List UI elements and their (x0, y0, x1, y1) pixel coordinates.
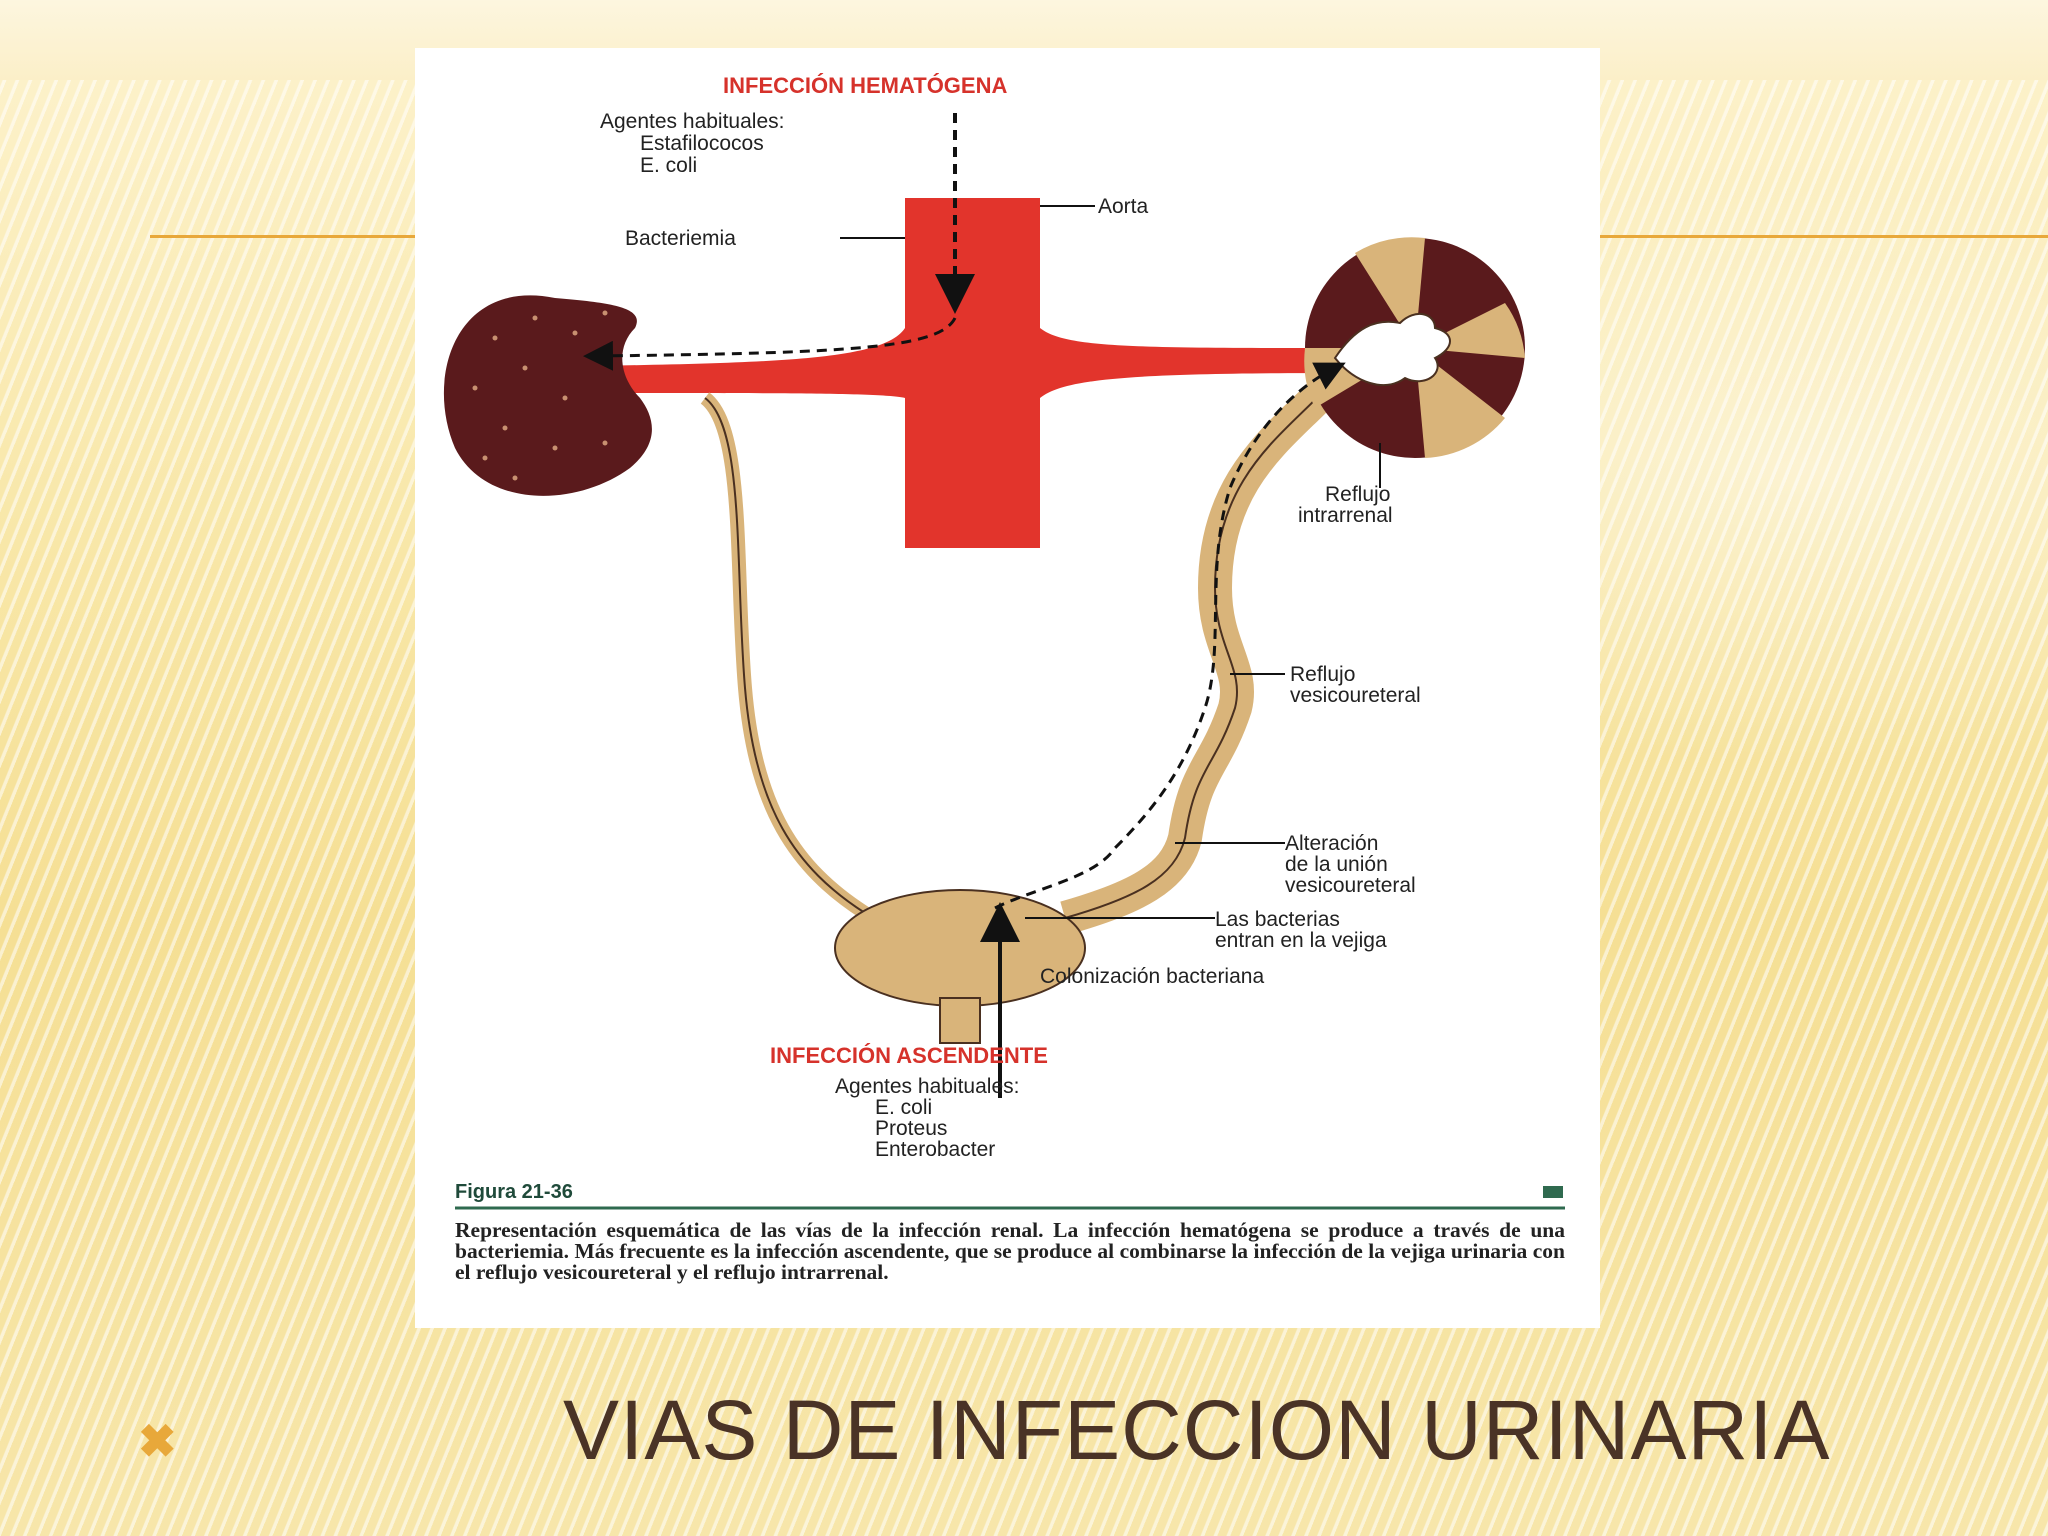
bottom-agent-1: E. coli (875, 1096, 932, 1119)
renal-pelvis (1333, 313, 1451, 387)
bottom-agent-3: Enterobacter (875, 1138, 995, 1161)
bottom-agents-heading: Agentes habituales: (835, 1075, 1019, 1098)
reflujo-vesicoureteral-label-1: Reflujo (1290, 663, 1355, 686)
reflujo-intrarrenal-label-1: Reflujo (1325, 483, 1390, 506)
top-agent-1: Estafilococos (640, 132, 764, 155)
alteracion-label-3: vesicoureteral (1285, 874, 1416, 897)
bacterias-vejiga-label-1: Las bacterias (1215, 908, 1340, 931)
figure-image: INFECCIÓN HEMATÓGENA Agentes habituales:… (415, 48, 1600, 1328)
figure-marker (1543, 1186, 1563, 1198)
figure-caption: Representación esquemática de las vías d… (455, 1218, 1565, 1284)
left-renal-artery (585, 328, 905, 398)
kidney-dots (472, 310, 608, 481)
left-ureter (700, 392, 869, 919)
urethra (939, 997, 981, 1044)
divider-line-right (1598, 235, 2048, 238)
right-renal-artery (1040, 328, 1345, 398)
bacteriemia-label: Bacteriemia (625, 227, 736, 250)
bottom-agent-2: Proteus (875, 1117, 947, 1140)
alteracion-label-1: Alteración (1285, 832, 1378, 855)
slide-title: VIAS DE INFECCION URINARIA (563, 1383, 1831, 1477)
left-kidney (443, 295, 652, 496)
bacterias-vejiga-label-2: entran en la vejiga (1215, 929, 1387, 952)
bladder (834, 889, 1086, 1007)
figure-number: Figura 21-36 (455, 1181, 573, 1203)
colonizacion-label: Colonización bacteriana (1040, 965, 1264, 988)
divider-line-left (150, 235, 420, 238)
aorta-label: Aorta (1098, 195, 1149, 218)
top-agents-heading: Agentes habituales: (600, 110, 784, 133)
top-heading: INFECCIÓN HEMATÓGENA (723, 73, 1007, 98)
top-agent-2: E. coli (640, 154, 697, 177)
x-bullet-icon: ✖ (138, 1415, 177, 1467)
reflujo-vesicoureteral-label-2: vesicoureteral (1290, 684, 1421, 707)
alteracion-label-2: de la unión (1285, 853, 1388, 876)
reflujo-intrarrenal-label-2: intrarrenal (1298, 504, 1393, 527)
leader-lines (840, 205, 1381, 919)
aorta-vessel (905, 198, 1040, 548)
urinary-tract-diagram: INFECCIÓN HEMATÓGENA Agentes habituales:… (443, 73, 1565, 1210)
bottom-heading: INFECCIÓN ASCENDENTE (770, 1043, 1048, 1068)
